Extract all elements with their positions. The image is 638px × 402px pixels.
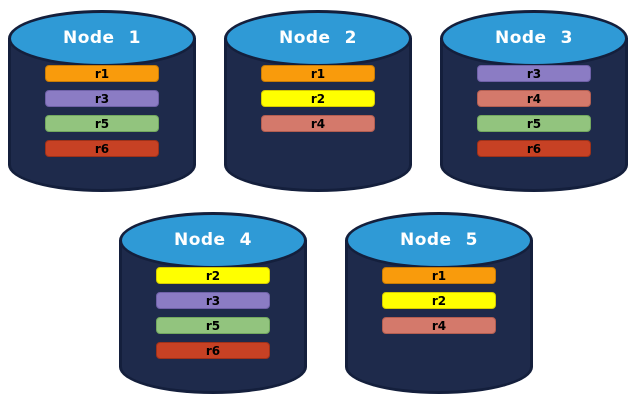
node-title: Node 4 <box>173 229 252 250</box>
partition-bar: r4 <box>382 317 496 334</box>
node-cylinder-4: Node 4 r2 r3 r5 r6 <box>119 212 307 394</box>
partition-bar: r3 <box>156 292 270 309</box>
node-cylinder-5: Node 5 r1 r2 r4 <box>345 212 533 394</box>
partition-list: r2 r3 r5 r6 <box>119 267 307 359</box>
partition-bar: r2 <box>261 90 375 107</box>
cylinder-top: Node 3 <box>440 10 628 67</box>
node-cylinder-3: Node 3 r3 r4 r5 r6 <box>440 10 628 192</box>
partition-bar: r1 <box>45 65 159 82</box>
partition-list: r1 r2 r4 <box>224 65 412 132</box>
cylinder-top: Node 1 <box>8 10 196 67</box>
partition-bar: r5 <box>156 317 270 334</box>
partition-bar: r1 <box>261 65 375 82</box>
partition-bar: r3 <box>45 90 159 107</box>
partition-bar: r4 <box>477 90 591 107</box>
partition-bar: r5 <box>45 115 159 132</box>
partition-list: r3 r4 r5 r6 <box>440 65 628 157</box>
node-title: Node 5 <box>399 229 478 250</box>
partition-list: r1 r2 r4 <box>345 267 533 334</box>
partition-bar: r6 <box>45 140 159 157</box>
partition-bar: r6 <box>477 140 591 157</box>
partition-bar: r2 <box>382 292 496 309</box>
cylinder-top: Node 5 <box>345 212 533 269</box>
node-cylinder-2: Node 2 r1 r2 r4 <box>224 10 412 192</box>
node-title: Node 3 <box>494 27 573 48</box>
cylinder-top: Node 4 <box>119 212 307 269</box>
cylinder-top: Node 2 <box>224 10 412 67</box>
partition-bar: r5 <box>477 115 591 132</box>
partition-bar: r4 <box>261 115 375 132</box>
partition-bar: r6 <box>156 342 270 359</box>
partition-bar: r2 <box>156 267 270 284</box>
node-title: Node 1 <box>62 27 141 48</box>
node-cylinder-1: Node 1 r1 r3 r5 r6 <box>8 10 196 192</box>
partition-bar: r3 <box>477 65 591 82</box>
partition-bar: r1 <box>382 267 496 284</box>
node-title: Node 2 <box>278 27 357 48</box>
partition-list: r1 r3 r5 r6 <box>8 65 196 157</box>
